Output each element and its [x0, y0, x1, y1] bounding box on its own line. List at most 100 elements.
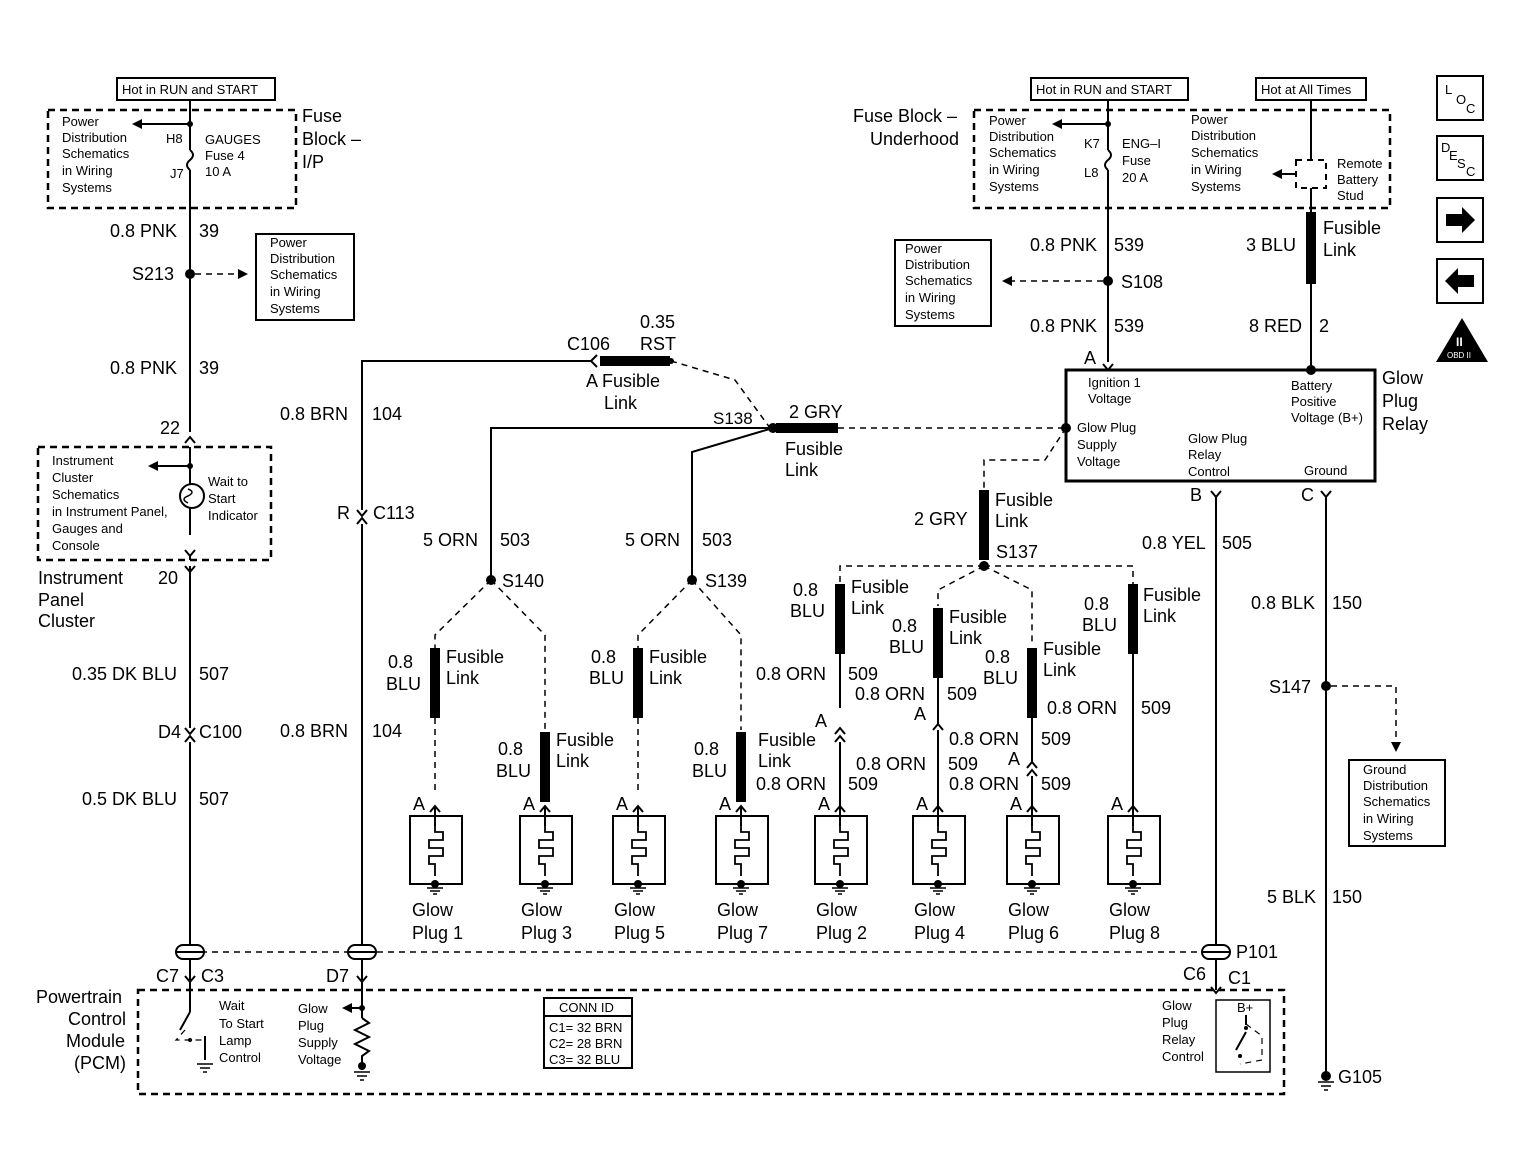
- fuse-uh-l8: L8: [1084, 165, 1098, 180]
- wire-pnk-539-a-num: 539: [1114, 235, 1144, 255]
- fl-p3-gauge: 0.8: [498, 739, 523, 759]
- wire-pnk-39-a-num: 39: [199, 221, 219, 241]
- wire-dkblu-507-b-num: 507: [199, 789, 229, 809]
- wire-brn-104-a-num: 104: [372, 404, 402, 424]
- glow-plug-pin-a: A: [523, 794, 535, 814]
- pds-ref-left-3: Schematics: [270, 267, 338, 282]
- p101-connector-mid: [347, 944, 377, 960]
- pcm-gpc-4: Control: [1162, 1049, 1204, 1064]
- pcm-gpc-3: Relay: [1162, 1032, 1196, 1047]
- fl-p3-color: BLU: [496, 761, 531, 781]
- conn-r: R: [337, 503, 350, 523]
- glow-plug-label-1: Glow: [914, 900, 956, 920]
- glow-plug-pin-a: A: [616, 794, 628, 814]
- rst-fusible-link-2: Link: [604, 393, 638, 413]
- conn-d4: D4: [158, 722, 181, 742]
- gry-fl-b-2: Link: [995, 511, 1029, 531]
- desc-button[interactable]: D E S C: [1436, 135, 1484, 181]
- fl-p4-color: BLU: [889, 637, 924, 657]
- conn-p101: P101: [1236, 942, 1278, 962]
- obd-ii-button[interactable]: II OBD II: [1436, 318, 1488, 362]
- fuse-uh-pds2-3: Schematics: [1191, 145, 1259, 160]
- remote-battery-stud-2: Battery: [1337, 172, 1379, 187]
- conn-id-c3: C3= 32 BLU: [549, 1052, 620, 1067]
- wire-p4-orn-b: 0.8 ORN: [949, 774, 1019, 794]
- fuse-uh-pds2-5: Systems: [1191, 179, 1241, 194]
- wire-rst-gauge: 0.35: [640, 312, 675, 332]
- wire-p2-509-a: 509: [848, 664, 878, 684]
- fuse-ip-j7: J7: [170, 166, 184, 181]
- fuse-uh-pds2-1: Power: [1191, 112, 1229, 127]
- fl-p1-1: Fusible: [446, 647, 504, 667]
- wire-p6-orn-a: 0.8 ORN: [949, 729, 1019, 749]
- relay-gnd: Ground: [1304, 463, 1347, 478]
- wire-p7-orn: 0.8 ORN: [756, 774, 826, 794]
- fuse-block-ip-title-2: Block –: [302, 129, 361, 149]
- blu-fl-2: Link: [1323, 240, 1357, 260]
- fuse-ip-pds-3: Schematics: [62, 146, 130, 161]
- desc-s: S: [1457, 156, 1466, 171]
- glow-plug-box: [1006, 815, 1060, 885]
- fl-p3-1: Fusible: [556, 730, 614, 750]
- wire-red-8-num: 2: [1319, 316, 1329, 336]
- relay-pin-b: B: [1190, 485, 1202, 505]
- pds-ref-right-2: Distribution: [905, 257, 970, 272]
- obd-ii-numeral: II: [1456, 335, 1463, 349]
- fuse-uh-pds1-2: Distribution: [989, 129, 1054, 144]
- blu-fl-1: Fusible: [1323, 218, 1381, 238]
- conn-id-c2: C2= 28 BRN: [549, 1036, 622, 1051]
- p6-pin-a-upper: A: [1008, 749, 1020, 769]
- fl-p1-2: Link: [446, 668, 480, 688]
- wire-dkblu-507-a-num: 507: [199, 664, 229, 684]
- splice-s108-label: S108: [1121, 272, 1163, 292]
- relay-bat-2: Positive: [1291, 394, 1337, 409]
- relay-gps-3: Voltage: [1077, 454, 1120, 469]
- wire-p8-orn: 0.8 ORN: [1047, 698, 1117, 718]
- wire-orn-503-b: 5 ORN: [625, 530, 680, 550]
- loc-button[interactable]: L O C: [1436, 75, 1484, 121]
- cluster-title-2: Panel: [38, 590, 84, 610]
- pcm-title-1: Powertrain: [36, 987, 122, 1007]
- relay-ign-1: Ignition 1: [1088, 375, 1141, 390]
- ground-g105: G105: [1338, 1067, 1382, 1087]
- pcm-gps-3: Supply: [298, 1035, 338, 1050]
- pcm-wts-3: Lamp: [219, 1033, 252, 1048]
- pcm-bplus: B+: [1237, 1000, 1253, 1015]
- splice-s108: [1103, 276, 1113, 286]
- splice-s213-label: S213: [132, 264, 174, 284]
- fl-p5-2: Link: [649, 668, 683, 688]
- fuse-block-ip: [46, 108, 298, 210]
- fl-p7-2: Link: [758, 751, 792, 771]
- glow-plug-label-1: Glow: [412, 900, 454, 920]
- pds-ref-right-3: Schematics: [905, 273, 973, 288]
- wire-orn-503-b-num: 503: [702, 530, 732, 550]
- fuse-uh-k7: K7: [1084, 136, 1100, 151]
- pcm-gpc-2: Plug: [1162, 1015, 1188, 1030]
- fl-p8-2: Link: [1143, 606, 1177, 626]
- glow-plug-pin-a: A: [413, 794, 425, 814]
- glow-plug-box: [814, 815, 868, 885]
- glow-plug-label-1: Glow: [816, 900, 858, 920]
- cluster-ref-2: Cluster: [52, 470, 94, 485]
- fl-p6-2: Link: [1043, 660, 1077, 680]
- wire-red-8: 8 RED: [1249, 316, 1302, 336]
- back-arrow-button[interactable]: [1436, 258, 1484, 304]
- relay-pin-c: C: [1301, 485, 1314, 505]
- remote-battery-stud-3: Stud: [1337, 188, 1364, 203]
- next-arrow-button[interactable]: [1436, 197, 1484, 243]
- wire-blk-150-a: 0.8 BLK: [1251, 593, 1315, 613]
- relay-title-2: Plug: [1382, 391, 1418, 411]
- cluster-ref-1: Instrument: [52, 453, 114, 468]
- wire-brn-104-b-num: 104: [372, 721, 402, 741]
- conn-c6: C6: [1183, 964, 1206, 984]
- fuse-uh-fuse: Fuse: [1122, 153, 1151, 168]
- fuse-block-underhood: [972, 108, 1392, 210]
- wire-blk-150-b: 5 BLK: [1267, 887, 1316, 907]
- glow-plug-label-1: Glow: [717, 900, 759, 920]
- remote-battery-stud-1: Remote: [1337, 156, 1383, 171]
- fl-p2-color: BLU: [790, 601, 825, 621]
- p2-pin-a-upper: A: [815, 711, 827, 731]
- wire-brn-104-b: 0.8 BRN: [280, 721, 348, 741]
